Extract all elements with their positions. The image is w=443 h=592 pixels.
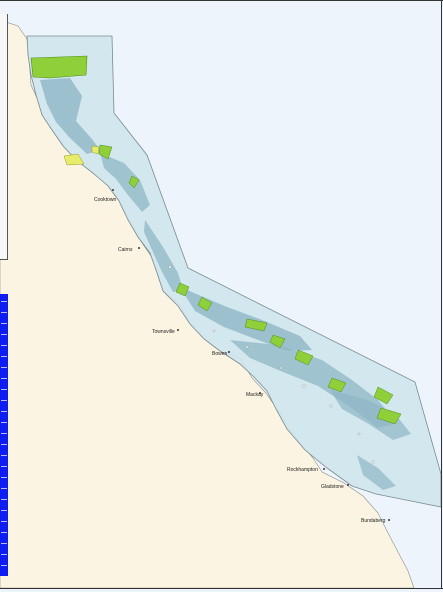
green-zone-5: [244, 318, 268, 332]
legend-panel: [0, 14, 8, 260]
green-zone-3: [175, 282, 190, 297]
island: [357, 432, 361, 436]
scroll-panel-stripe: [1, 323, 7, 324]
town-marker: [347, 484, 349, 486]
yellow-zone-2: [91, 145, 100, 155]
yellow-zone-1: [63, 153, 85, 166]
scroll-panel-stripe: [1, 554, 7, 555]
place-label-cooktown: Cooktown: [94, 197, 116, 203]
bottom-border: [0, 588, 443, 589]
islands: [168, 265, 375, 464]
scroll-panel-stripe: [1, 389, 7, 390]
blue-scroll-panel[interactable]: [0, 294, 8, 576]
island: [302, 384, 306, 388]
scroll-panel-stripe: [1, 543, 7, 544]
scroll-panel-stripe: [1, 565, 7, 566]
scroll-panel-stripe: [1, 367, 7, 368]
place-label-cairns: Cairns: [118, 247, 133, 253]
top-border: [0, 0, 443, 1]
scroll-panel-stripe: [1, 466, 7, 467]
scroll-panel-stripe: [1, 411, 7, 412]
right-border: [441, 0, 442, 589]
scroll-panel-stripe: [1, 400, 7, 401]
scroll-panel-stripe: [1, 334, 7, 335]
scroll-panel-stripe: [1, 532, 7, 533]
reef-swains: [330, 390, 411, 440]
island: [371, 460, 375, 464]
scroll-panel-stripe: [1, 477, 7, 478]
scroll-panel-stripe: [1, 455, 7, 456]
scroll-panel-stripe: [1, 444, 7, 445]
scroll-panel-stripe: [1, 510, 7, 511]
place-label-mackay: Mackay: [246, 392, 264, 398]
green-zone-2: [128, 175, 140, 189]
place-label-bowen: Bowen: [212, 351, 228, 357]
place-label-rockhampton: Rockhampton: [287, 467, 318, 473]
place-label-gladstone: Gladstone: [321, 484, 344, 490]
island: [245, 345, 249, 349]
reef-capricorn: [357, 455, 396, 490]
town-marker: [228, 351, 230, 353]
town-marker: [112, 189, 114, 191]
place-label-bundaberg: Bundaberg: [361, 518, 386, 524]
green-zone-swains: [376, 407, 402, 425]
place-label-townsville: Townsville: [152, 329, 175, 335]
island: [168, 265, 172, 269]
green-zone-8: [327, 377, 347, 393]
reef-cooktown: [100, 153, 150, 212]
scroll-panel-stripe: [1, 378, 7, 379]
reef-townsville: [180, 287, 312, 351]
town-marker: [259, 392, 261, 394]
island: [279, 366, 283, 370]
scroll-panel-stripe: [1, 422, 7, 423]
green-zone-9: [373, 386, 394, 405]
island: [329, 404, 333, 408]
town-markers: [112, 189, 390, 521]
scroll-panel-stripe: [1, 301, 7, 302]
island: [212, 329, 216, 333]
green-zone-7: [294, 349, 314, 366]
scroll-panel-stripe: [1, 499, 7, 500]
green-zone-4: [197, 296, 213, 312]
town-marker: [323, 468, 325, 470]
scroll-panel-stripe: [1, 521, 7, 522]
scroll-panel-stripe: [1, 345, 7, 346]
reef-cairns: [144, 220, 183, 292]
scroll-panel-stripe: [1, 488, 7, 489]
scroll-panel-stripe: [1, 433, 7, 434]
green-zone-1: [98, 144, 113, 160]
town-marker: [138, 247, 140, 249]
green-zone-6: [269, 334, 286, 349]
green-zone-cape-york: [30, 55, 88, 79]
reef-northern: [40, 78, 100, 154]
town-marker: [388, 519, 390, 521]
scroll-panel-stripe: [1, 356, 7, 357]
town-marker: [177, 329, 179, 331]
scroll-panel-stripe: [1, 312, 7, 313]
